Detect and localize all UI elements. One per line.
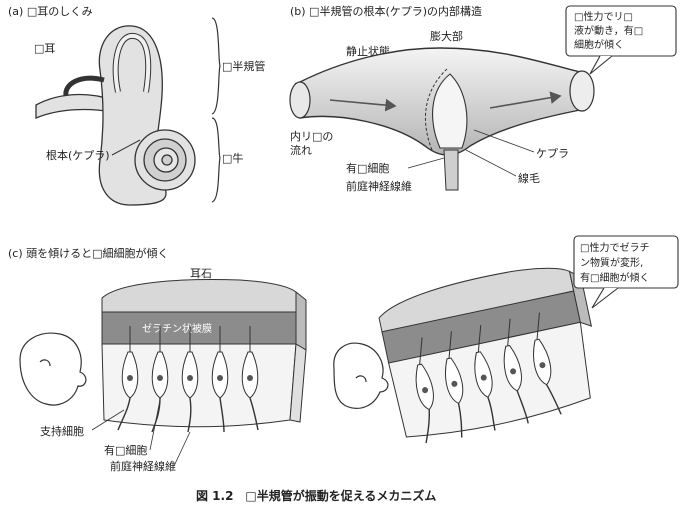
macula-upright-illustration: ゼラチン状被膜 xyxy=(101,279,307,433)
leader-line xyxy=(473,129,535,153)
brace-semicircular xyxy=(211,17,221,115)
support-label: 支持細胞 xyxy=(40,424,84,438)
callout-b-line3: 細胞が傾く xyxy=(574,38,624,51)
nerve-c-label: 前庭神経線維 xyxy=(110,459,176,473)
cilia-label: 線毛 xyxy=(518,171,540,185)
callout-b: □性力でリ□ 液が動き，有□ 細胞が傾く xyxy=(565,5,677,75)
otolith-label: 耳石 xyxy=(190,267,212,280)
flow-label-2: 流れ xyxy=(290,143,312,157)
panel-a-title: (a) □耳のしくみ xyxy=(8,5,93,18)
haircell-b-label: 有□細胞 xyxy=(346,161,389,175)
head-tilted-illustration xyxy=(333,342,389,409)
cupula-root-label: 根本(ケプラ) xyxy=(46,148,110,162)
panel-c-title: (c) 頭を傾けると□細細胞が傾く xyxy=(8,246,169,260)
callout-c-line1: □性力でゼラチ xyxy=(580,241,649,254)
callout-c: □性力でゼラチ ン物質が変形, 有□細胞が傾く xyxy=(573,235,679,309)
ampulla-label: 膨大部 xyxy=(430,29,463,43)
haircell-c-label: 有□細胞 xyxy=(104,443,147,457)
leader-line xyxy=(149,399,161,451)
gel-label: ゼラチン状被膜 xyxy=(142,322,212,335)
leader-line xyxy=(173,431,191,467)
leader-line xyxy=(407,157,445,169)
callout-c-line3: 有□細胞が傾く xyxy=(580,271,649,284)
head-upright-illustration xyxy=(19,332,87,406)
cochlea-label: □牛 xyxy=(222,151,243,165)
flow-label-1: 内リ□の xyxy=(290,129,333,143)
callout-b-line1: □性力でリ□ xyxy=(574,10,633,23)
leader-line xyxy=(465,149,517,177)
inner-ear-illustration xyxy=(35,25,196,206)
cupula-label: ケプラ xyxy=(536,147,569,160)
ampulla-illustration xyxy=(289,47,595,191)
leader-line xyxy=(91,409,125,431)
macula-tilted-illustration xyxy=(378,267,593,444)
semicircular-label: □半規管 xyxy=(222,59,265,73)
callout-b-line2: 液が動き，有□ xyxy=(574,24,643,37)
figure-caption: 図 1.2 □半規管が振動を促えるメカニズム xyxy=(196,488,436,503)
leader-line xyxy=(111,139,141,156)
ear-label: □耳 xyxy=(34,42,55,55)
callout-c-line2: ン物質が変形, xyxy=(580,256,643,269)
panel-b-title: (b) □半規管の根本(ケプラ)の内部構造 xyxy=(290,4,482,18)
nerve-b-label: 前庭神経線維 xyxy=(346,179,412,193)
brace-cochlea xyxy=(211,117,221,203)
